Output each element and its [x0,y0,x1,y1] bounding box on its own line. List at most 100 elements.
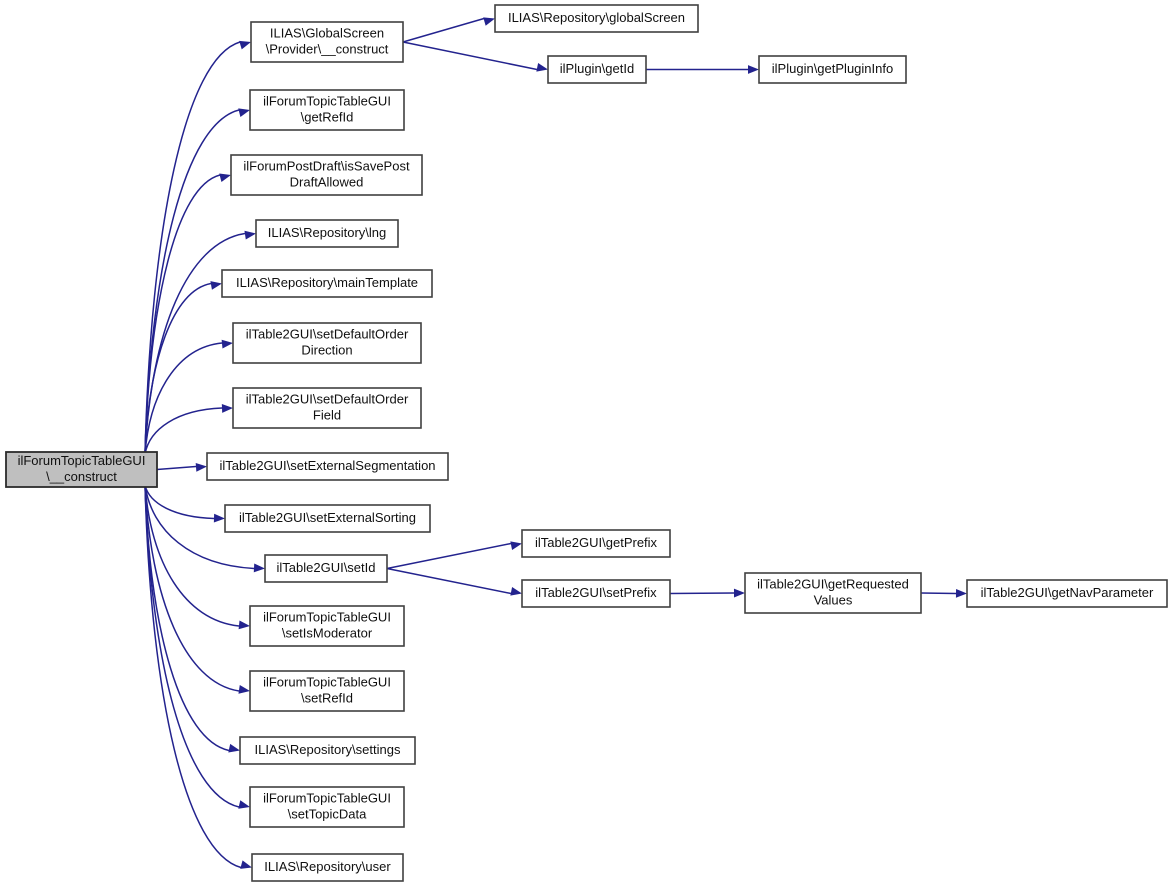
edge-arrowhead [221,404,233,413]
node-box-table2gui-setexternalsegmentation[interactable] [206,452,449,481]
edge-arrowhead [213,513,225,523]
node-label-topictable-settopicdata: ilForumTopicTableGUI [263,790,391,805]
node-repository-settings[interactable]: ILIAS\Repository\settings [239,736,416,765]
node-ilplugin-getplugininfo[interactable]: ilPlugin\getPluginInfo [758,55,907,84]
node-label-table2gui-setdefaultorderfield: ilTable2GUI\setDefaultOrder [246,391,409,406]
node-label-topictable-settopicdata: \setTopicData [288,806,368,821]
node-box-table2gui-setexternalsorting[interactable] [224,504,431,533]
node-box-repository-user[interactable] [251,853,404,882]
edge-arrowhead [510,587,522,596]
edge-root-to-table2gui-setdefaultorderdirection [144,339,233,455]
edge-arrowhead [238,800,250,809]
node-repository-maintemplate[interactable]: ILIAS\Repository\mainTemplate [221,269,433,298]
edge-table2gui-setid-to-table2gui-getprefix [386,541,522,570]
node-table2gui-setid[interactable]: ilTable2GUI\setId [264,554,388,583]
edge-arrowhead [221,339,233,349]
edge-root-to-repository-maintemplate [144,281,222,455]
node-root[interactable]: ilForumTopicTableGUI\__construct [5,451,158,488]
node-table2gui-setexternalsegmentation[interactable]: ilTable2GUI\setExternalSegmentation [206,452,449,481]
edge-arrowhead [244,230,256,240]
node-repository-lng[interactable]: ILIAS\Repository\lng [255,219,399,248]
edge-root-to-postdraft-issavepostdraftallowed [144,173,231,455]
edge-arrowhead [748,65,759,74]
node-box-repository-settings[interactable] [239,736,416,765]
edge-root-to-repository-user [144,484,252,869]
node-label-table2gui-setexternalsorting: ilTable2GUI\setExternalSorting [239,510,416,525]
node-box-root[interactable] [5,451,158,488]
edge-root-to-table2gui-setdefaultorderfield [144,404,233,455]
node-label-table2gui-getnavparameter: ilTable2GUI\getNavParameter [981,585,1154,600]
edge-table2gui-setprefix-to-table2gui-getrequestedvalues [669,588,745,598]
node-table2gui-setexternalsorting[interactable]: ilTable2GUI\setExternalSorting [224,504,431,533]
node-label-table2gui-getrequestedvalues: Values [814,592,853,607]
node-box-globalscreen-provider-construct[interactable] [250,21,404,63]
edge-arrowhead [228,743,240,753]
node-box-table2gui-getprefix[interactable] [521,529,671,558]
node-table2gui-getprefix[interactable]: ilTable2GUI\getPrefix [521,529,671,558]
node-topictable-setrefid[interactable]: ilForumTopicTableGUI\setRefId [249,670,405,712]
node-box-table2gui-getrequestedvalues[interactable] [744,572,922,614]
node-label-root: ilForumTopicTableGUI [18,453,146,468]
node-box-postdraft-issavepostdraftallowed[interactable] [230,154,423,196]
node-box-ilplugin-getid[interactable] [547,55,647,84]
node-label-root: \__construct [46,469,117,484]
edge-root-to-table2gui-setexternalsorting [144,484,225,523]
node-label-globalscreen-provider-construct: \Provider\__construct [266,41,389,56]
edge-root-to-topictable-setismoderator [144,484,250,630]
node-label-ilplugin-getid: ilPlugin\getId [560,61,634,76]
node-topictable-getrefid[interactable]: ilForumTopicTableGUI\getRefId [249,89,405,131]
node-topictable-setismoderator[interactable]: ilForumTopicTableGUI\setIsModerator [249,605,405,647]
node-box-topictable-setismoderator[interactable] [249,605,405,647]
node-table2gui-setprefix[interactable]: ilTable2GUI\setPrefix [521,579,671,608]
node-label-topictable-setismoderator: ilForumTopicTableGUI [263,609,391,624]
node-box-repository-maintemplate[interactable] [221,269,433,298]
node-ilplugin-getid[interactable]: ilPlugin\getId [547,55,647,84]
edge-arrowhead [219,173,231,182]
edge-root-to-table2gui-setexternalsegmentation [156,462,207,472]
node-repository-globalscreen[interactable]: ILIAS\Repository\globalScreen [494,4,699,33]
edge-arrowhead [238,108,250,117]
edge-root-to-topictable-setrefid [144,484,250,694]
node-topictable-settopicdata[interactable]: ilForumTopicTableGUI\setTopicData [249,786,405,828]
node-box-table2gui-setdefaultorderdirection[interactable] [232,322,422,364]
node-table2gui-getnavparameter[interactable]: ilTable2GUI\getNavParameter [966,579,1168,608]
node-label-topictable-setrefid: ilForumTopicTableGUI [263,674,391,689]
node-globalscreen-provider-construct[interactable]: ILIAS\GlobalScreen\Provider\__construct [250,21,404,63]
edge-arrowhead [238,685,250,694]
node-box-topictable-getrefid[interactable] [249,89,405,131]
node-box-table2gui-setdefaultorderfield[interactable] [232,387,422,429]
node-label-table2gui-setdefaultorderdirection: Direction [301,342,352,357]
node-label-repository-globalscreen: ILIAS\Repository\globalScreen [508,10,685,25]
edge-arrowhead [510,541,522,550]
node-label-globalscreen-provider-construct: ILIAS\GlobalScreen [270,25,384,40]
node-label-repository-lng: ILIAS\Repository\lng [268,225,387,240]
node-label-table2gui-setid: ilTable2GUI\setId [277,560,376,575]
edge-arrowhead [955,588,967,598]
edge-arrowhead [239,40,251,50]
node-repository-user[interactable]: ILIAS\Repository\user [251,853,404,882]
node-box-table2gui-getnavparameter[interactable] [966,579,1168,608]
node-label-topictable-getrefid: ilForumTopicTableGUI [263,93,391,108]
node-label-topictable-setrefid: \setRefId [301,690,353,705]
node-label-topictable-getrefid: \getRefId [301,109,354,124]
node-label-table2gui-setdefaultorderdirection: ilTable2GUI\setDefaultOrder [246,326,409,341]
node-box-repository-lng[interactable] [255,219,399,248]
node-box-table2gui-setprefix[interactable] [521,579,671,608]
node-box-table2gui-setid[interactable] [264,554,388,583]
node-label-table2gui-setexternalsegmentation: ilTable2GUI\setExternalSegmentation [219,458,435,473]
node-box-topictable-settopicdata[interactable] [249,786,405,828]
node-box-repository-globalscreen[interactable] [494,4,699,33]
edge-root-to-topictable-settopicdata [144,484,250,809]
edge-arrowhead [253,563,265,573]
node-box-ilplugin-getplugininfo[interactable] [758,55,907,84]
edge-table2gui-setid-to-table2gui-setprefix [386,567,522,596]
node-label-repository-maintemplate: ILIAS\Repository\mainTemplate [236,275,418,290]
node-box-topictable-setrefid[interactable] [249,670,405,712]
node-label-table2gui-setprefix: ilTable2GUI\setPrefix [535,585,657,600]
